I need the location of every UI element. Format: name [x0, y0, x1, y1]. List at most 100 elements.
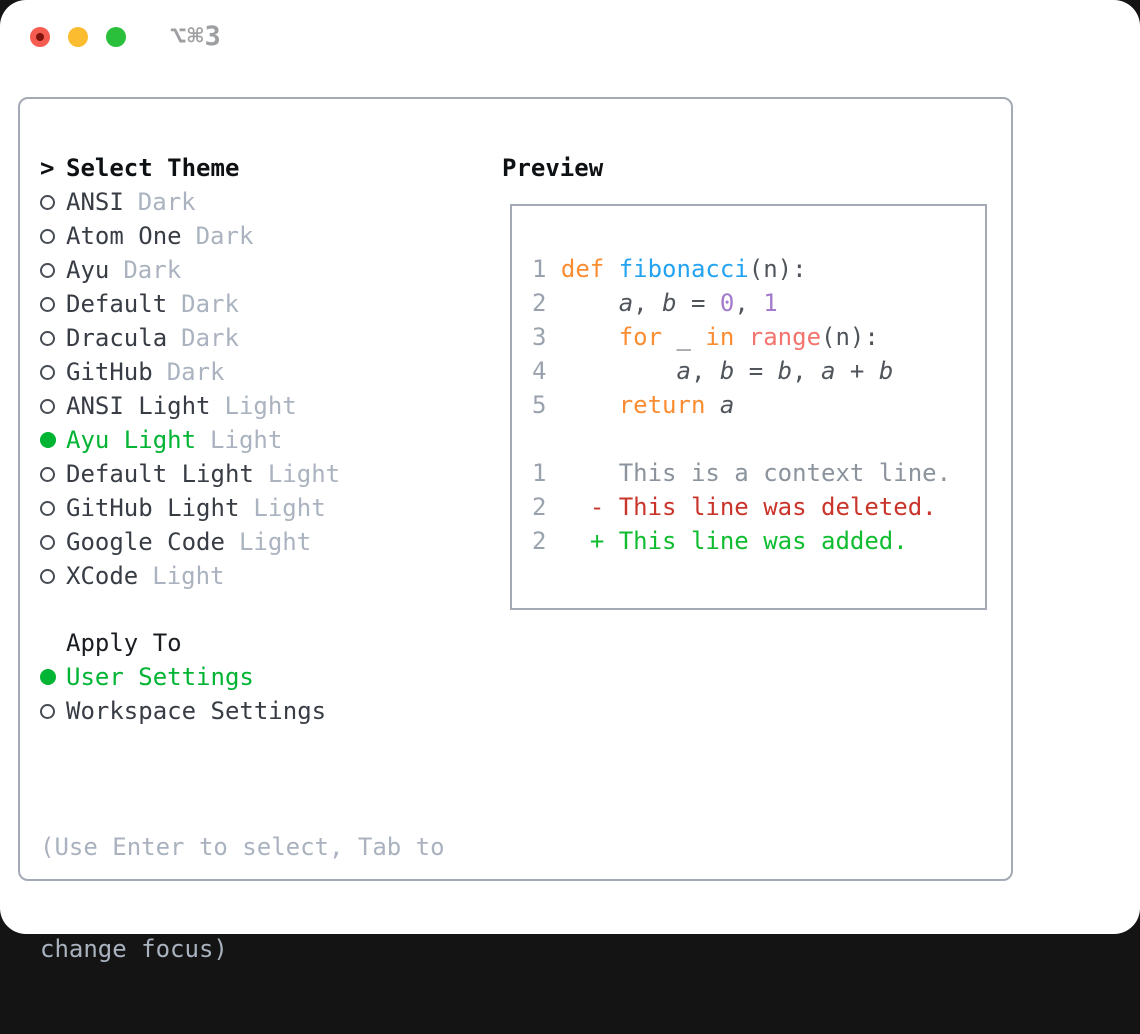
code-segment: return [618, 391, 706, 419]
keyboard-hint: (Use Enter to select, Tab to change focu… [40, 762, 445, 1034]
code-segment [561, 323, 619, 351]
apply-item-workspace-settings-label: Workspace Settings [66, 697, 327, 725]
code-line-8: 2 - This line was deleted. [532, 490, 951, 524]
apply-to-title: Apply To [66, 629, 182, 657]
theme-item-dracula-label: Dracula [66, 324, 168, 352]
code-line-2: 2 a, b = 0, 1 [532, 286, 951, 320]
code-segment: b [662, 289, 677, 317]
apply-item-user-settings-label: User Settings [66, 663, 254, 691]
radio-circle [40, 228, 55, 244]
radio-selected-icon [40, 669, 66, 685]
code-segment [561, 391, 619, 419]
code-segment: This is a context line. [618, 459, 952, 487]
theme-item-ansi-light[interactable]: ANSI Light Light [40, 389, 340, 423]
theme-item-default-light-label: Default Light [66, 460, 254, 488]
code-segment: 2 [532, 493, 561, 521]
code-segment: = [676, 289, 720, 317]
theme-item-github-light-label: GitHub Light [66, 494, 240, 522]
theme-item-atom-one[interactable]: Atom One Dark [40, 219, 340, 253]
titlebar: ⌥⌘3 [30, 23, 222, 50]
code-segment: (n): [821, 323, 879, 351]
theme-item-ayu-light-variant-tag: Light [210, 426, 283, 454]
hint-line-2: change focus) [40, 935, 228, 963]
code-segment [561, 289, 619, 317]
theme-item-github-variant-tag: Dark [166, 358, 225, 386]
theme-item-ayu-variant-tag: Dark [123, 256, 182, 284]
prompt-icon: > [40, 154, 55, 182]
code-segment: a [719, 391, 735, 419]
radio-circle [40, 398, 55, 414]
preview-title: Preview [502, 154, 604, 182]
code-segment: + This line was added. [589, 527, 908, 555]
radio-icon [40, 534, 66, 550]
radio-selected-icon [40, 432, 66, 448]
theme-item-dracula-variant-tag: Dark [181, 324, 239, 352]
close-button[interactable] [30, 27, 50, 47]
radio-circle [40, 364, 55, 380]
theme-item-github-light-variant-tag: Light [253, 494, 326, 522]
theme-list-title-row: > Select Theme [40, 151, 340, 185]
code-segment: b [719, 357, 735, 385]
code-segment: range [748, 323, 822, 351]
code-segment: , [690, 357, 720, 385]
theme-item-github-light[interactable]: GitHub Light Light [40, 491, 340, 525]
theme-item-ayu-light[interactable]: Ayu Light Light [40, 423, 340, 457]
theme-item-google-code-variant-tag: Light [238, 528, 312, 556]
theme-list-title: Select Theme [66, 154, 240, 182]
radio-icon [40, 500, 66, 516]
radio-circle [40, 500, 55, 516]
theme-item-ansi-variant-tag: Dark [137, 188, 196, 216]
theme-item-ansi-label: ANSI [66, 188, 124, 216]
theme-item-xcode-label: XCode [66, 562, 139, 590]
code-segment: fibonacci [618, 255, 749, 283]
radio-icon [40, 364, 66, 380]
theme-item-ansi-light-variant-tag: Light [224, 392, 297, 420]
code-segment: , [734, 289, 764, 317]
code-line-9: 2 + This line was added. [532, 524, 951, 558]
code-segment: _ [662, 323, 706, 351]
zoom-button[interactable] [106, 27, 126, 47]
code-segment: , [633, 289, 663, 317]
theme-item-dracula[interactable]: Dracula Dark [40, 321, 340, 355]
code-segment [734, 323, 748, 351]
code-segment [561, 493, 590, 521]
theme-item-github[interactable]: GitHub Dark [40, 355, 340, 389]
theme-item-atom-one-variant-tag: Dark [195, 222, 254, 250]
theme-item-ansi-light-label: ANSI Light [66, 392, 211, 420]
apply-item-workspace-settings[interactable]: Workspace Settings [40, 694, 326, 728]
code-line-7: 1 This is a context line. [532, 456, 951, 490]
radio-icon [40, 703, 66, 719]
hint-line-1: (Use Enter to select, Tab to [40, 833, 445, 861]
code-segment: 1 [763, 289, 778, 317]
radio-circle [40, 669, 56, 685]
radio-circle [40, 432, 56, 448]
minimize-button[interactable] [68, 27, 88, 47]
radio-circle [40, 194, 55, 210]
code-segment: , [792, 357, 822, 385]
apply-to-title-row: Apply To [40, 626, 326, 660]
theme-item-atom-one-label: Atom One [66, 222, 182, 250]
radio-circle [40, 568, 55, 584]
code-segment: = [734, 357, 778, 385]
radio-icon [40, 568, 66, 584]
code-segment: def [560, 255, 619, 283]
code-line-3: 3 for _ in range(n): [532, 320, 951, 354]
theme-item-ansi[interactable]: ANSI Dark [40, 185, 340, 219]
theme-item-github-label: GitHub [66, 358, 153, 386]
theme-item-ayu-light-label: Ayu Light [66, 426, 197, 454]
code-segment: b [878, 357, 894, 385]
code-segment: for [618, 323, 663, 351]
apply-item-user-settings[interactable]: User Settings [40, 660, 326, 694]
theme-item-default-light[interactable]: Default Light Light [40, 457, 340, 491]
theme-item-default-light-variant-tag: Light [267, 460, 341, 488]
code-segment: 4 [532, 357, 561, 385]
